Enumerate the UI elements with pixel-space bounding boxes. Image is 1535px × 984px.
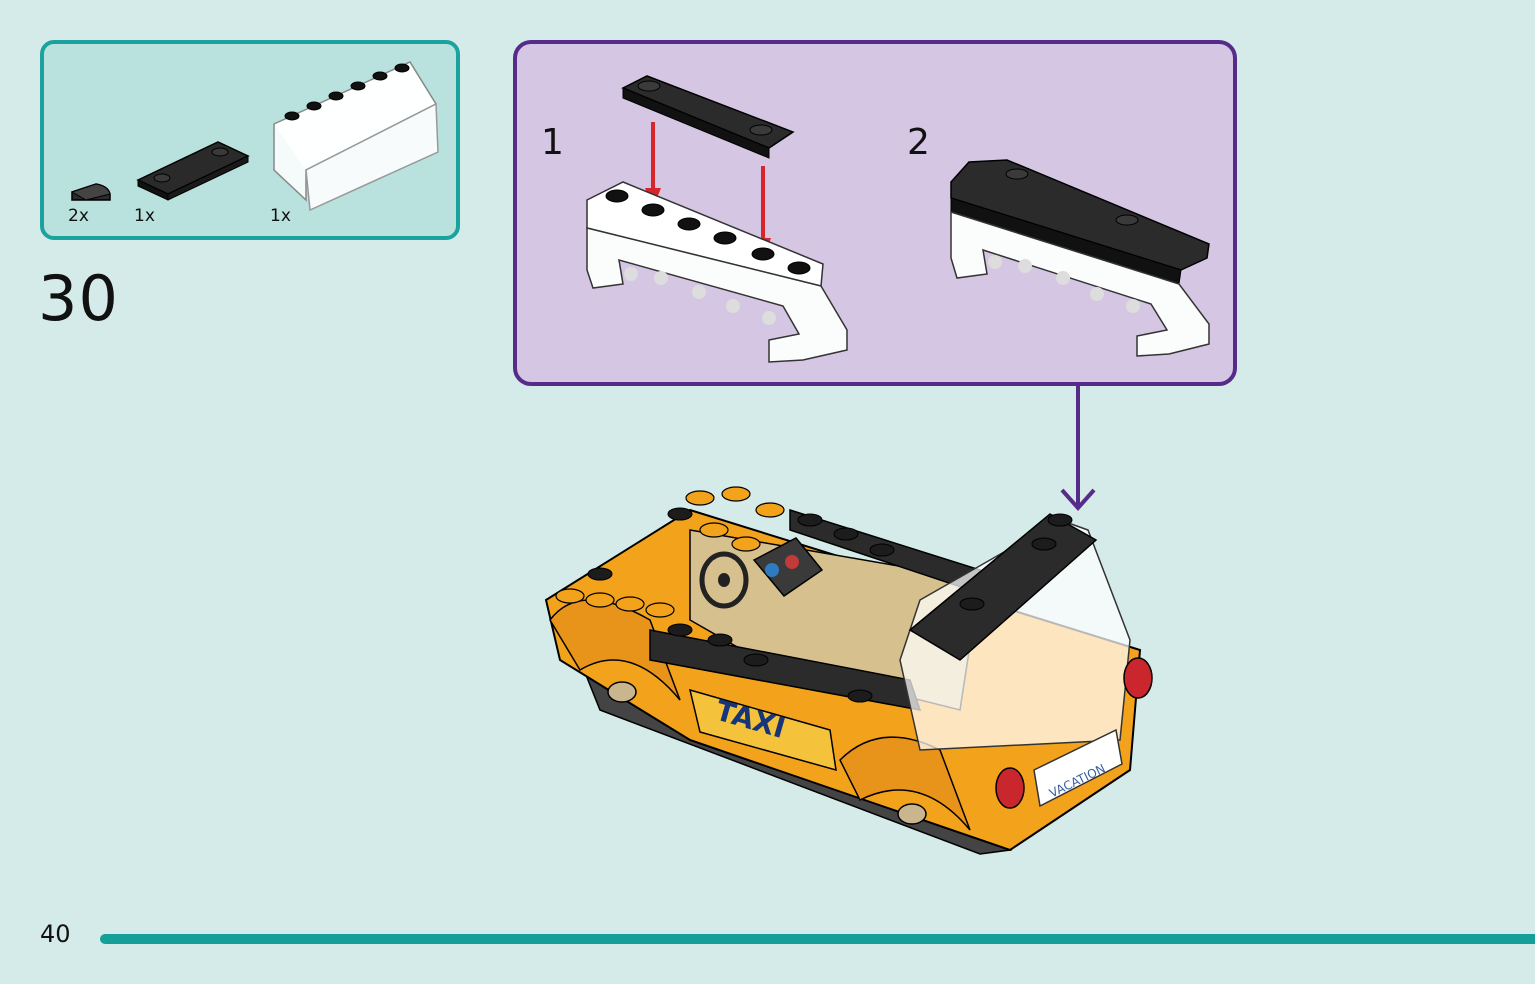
part-quantity: 2x [68, 206, 89, 226]
attach-arrow-icon [1060, 386, 1096, 512]
steering-wheel-icon [699, 551, 749, 609]
parts-list-box: 2x 1x 1x [40, 40, 460, 240]
footer-progress-bar [100, 934, 1535, 944]
windscreen-part-icon [273, 61, 439, 212]
page-number: 40 [40, 920, 71, 948]
quarter-tile-part-icon [70, 183, 111, 201]
substep-label: 2 [907, 122, 930, 163]
black-plate-part-icon [136, 141, 250, 201]
subassembly-box: 1 2 [513, 40, 1237, 386]
step-number: 30 [38, 262, 119, 335]
taxi-model-illustration: TAXI VACATION [544, 486, 1153, 855]
substep-2-illustration [950, 159, 1210, 357]
part-quantity: 1x [270, 206, 291, 226]
substep-label: 1 [541, 122, 564, 163]
part-quantity: 1x [134, 206, 155, 226]
substep-1-illustration [586, 75, 848, 363]
